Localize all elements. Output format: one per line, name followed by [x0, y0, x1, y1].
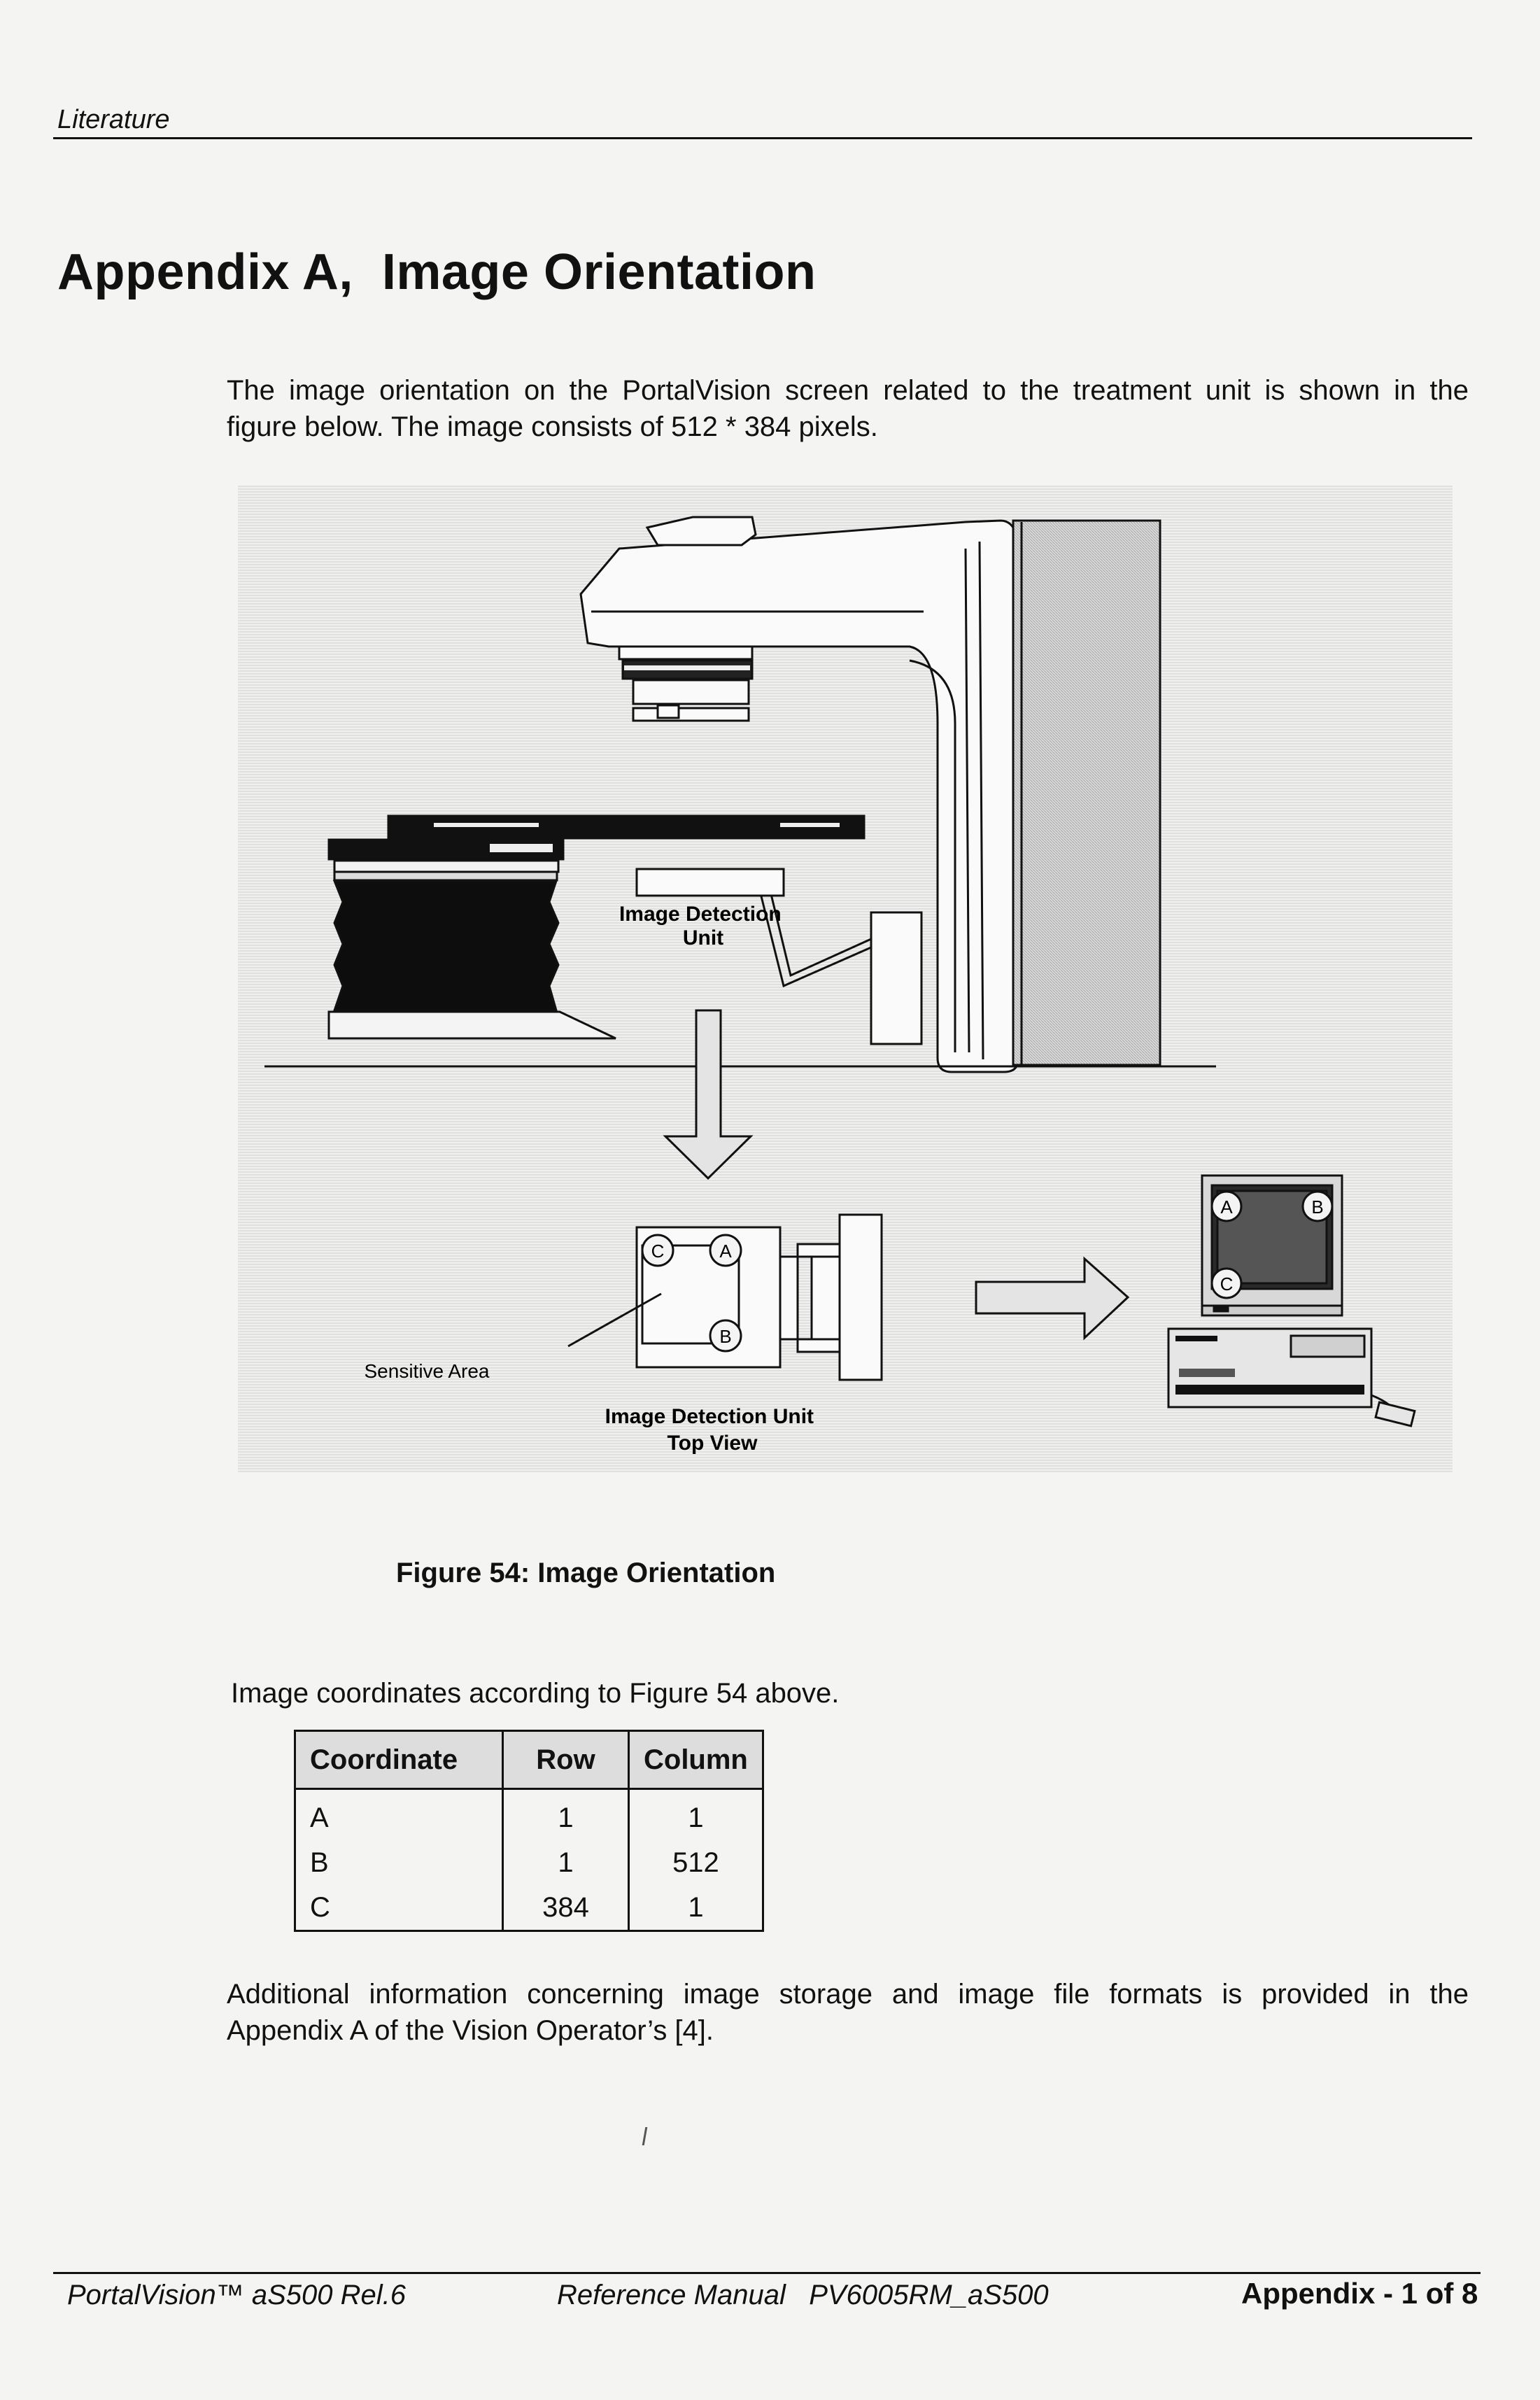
- sensitive-area-pointer: [567, 1292, 662, 1348]
- marker-b-detector: B: [709, 1319, 742, 1353]
- table-row: B 1 512: [294, 1840, 764, 1885]
- detector-arm: [635, 868, 923, 1045]
- coordinates-table: Coordinate Row Column A 1 1 B 1 512 C 38…: [294, 1730, 764, 1932]
- table-row: A 1 1: [294, 1788, 764, 1840]
- intro-paragraph: The image orientation on the PortalVisio…: [227, 372, 1469, 445]
- page-title: Appendix A, Image Orientation: [57, 244, 817, 300]
- orientation-figure: Image Detection Unit Sensitive Area C A …: [238, 486, 1453, 1472]
- sensitive-area-label: Sensitive Area: [365, 1360, 490, 1382]
- footer-product: PortalVision™ aS500 Rel.6: [67, 2280, 406, 2310]
- detection-unit-label-line1: Image Detection: [619, 903, 782, 926]
- down-arrow-icon: [663, 1009, 754, 1180]
- footer-page-number: Appendix - 1 of 8: [1241, 2277, 1478, 2310]
- column-cell: 512: [628, 1840, 764, 1885]
- svg-text:A: A: [719, 1241, 732, 1262]
- footer-rule: [53, 2272, 1481, 2274]
- closing-paragraph-line: Additional information concerning image …: [227, 1979, 1469, 2010]
- header-rule: [53, 137, 1472, 139]
- running-header: Literature: [57, 105, 170, 134]
- table-header-row: Coordinate Row Column: [294, 1730, 764, 1790]
- svg-text:A: A: [1220, 1197, 1233, 1217]
- svg-text:B: B: [1311, 1197, 1323, 1217]
- closing-paragraph: Additional information concerning image …: [227, 1976, 1469, 2049]
- intro-paragraph-line: figure below. The image consists of 512 …: [227, 411, 878, 442]
- svg-text:B: B: [719, 1326, 731, 1347]
- column-cell: 1: [628, 1885, 764, 1932]
- detection-unit-label-line2: Unit: [683, 926, 723, 950]
- marker-c-monitor: C: [1210, 1267, 1243, 1299]
- row-cell: 384: [502, 1885, 630, 1932]
- row-cell: 1: [502, 1840, 630, 1885]
- top-view-label: Image Detection Unit Top View: [605, 1405, 820, 1455]
- detection-unit-label: Image Detection Unit: [619, 903, 787, 950]
- coordinate-cell: A: [294, 1788, 504, 1840]
- row-cell: 1: [502, 1788, 630, 1840]
- table-row: C 384 1: [294, 1885, 764, 1932]
- column-cell: 1: [628, 1788, 764, 1840]
- marker-b-monitor: B: [1301, 1190, 1334, 1222]
- coordinate-cell: C: [294, 1885, 504, 1932]
- coordinate-cell: B: [294, 1840, 504, 1885]
- marker-a-detector: A: [709, 1234, 742, 1267]
- svg-text:C: C: [651, 1241, 665, 1262]
- top-view-label-line2: Top View: [667, 1432, 758, 1455]
- closing-paragraph-line: Appendix A of the Vision Operator’s [4].: [227, 2015, 714, 2046]
- linac-gantry: [579, 516, 1019, 1073]
- top-view-label-line1: Image Detection Unit: [605, 1405, 814, 1428]
- svg-text:C: C: [1220, 1273, 1234, 1294]
- footer-manual: Reference Manual PV6005RM_aS500: [557, 2280, 1049, 2310]
- marker-a-monitor: A: [1210, 1190, 1243, 1222]
- right-arrow-icon: [975, 1256, 1130, 1341]
- treatment-couch: [327, 814, 866, 1040]
- treatment-room-wall: [1012, 519, 1161, 1066]
- column-header-column: Column: [628, 1730, 764, 1790]
- figure-caption: Figure 54: Image Orientation: [396, 1558, 776, 1588]
- stray-mark: [642, 2127, 648, 2145]
- table-intro: Image coordinates according to Figure 54…: [231, 1678, 840, 1709]
- marker-c-detector: C: [641, 1234, 674, 1267]
- detector-top-view: [635, 1213, 883, 1381]
- intro-paragraph-line: The image orientation on the PortalVisio…: [227, 375, 1469, 406]
- column-header-coordinate: Coordinate: [294, 1730, 504, 1790]
- column-header-row: Row: [502, 1730, 630, 1790]
